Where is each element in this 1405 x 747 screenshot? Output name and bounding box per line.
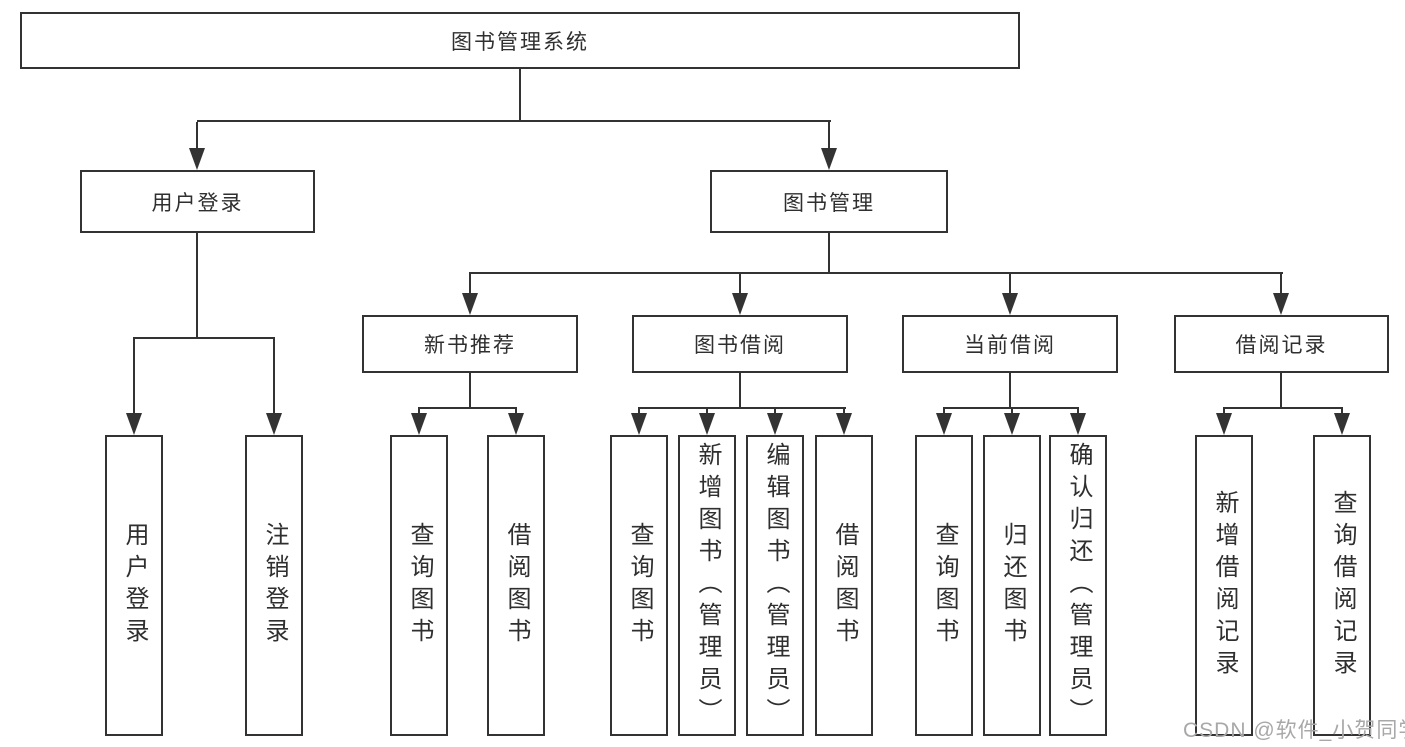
node-label: 借阅记录 bbox=[1235, 334, 1328, 357]
connector-vline bbox=[1223, 409, 1225, 415]
leaf-label: 编辑图书（管理员） bbox=[762, 441, 789, 730]
leaf-label: 新增图书（管理员） bbox=[694, 441, 721, 730]
watermark: CSDN @软件_小贺同学 bbox=[1183, 719, 1405, 742]
arrow-down-icon bbox=[266, 413, 282, 435]
connector-hline bbox=[418, 407, 517, 409]
leaf-add-books-admin: 新增图书（管理员） bbox=[678, 435, 736, 736]
arrow-down-icon bbox=[699, 413, 715, 435]
connector-hline bbox=[133, 337, 275, 339]
connector-hline bbox=[1223, 407, 1343, 409]
connector-vline bbox=[706, 409, 708, 415]
connector-vline bbox=[1009, 274, 1011, 294]
leaf-label: 新增借阅记录 bbox=[1211, 489, 1238, 682]
node-label: 当前借阅 bbox=[964, 334, 1056, 357]
leaf-label: 查询图书 bbox=[406, 521, 433, 650]
connector-vline bbox=[519, 69, 521, 120]
leaf-label: 借阅图书 bbox=[831, 521, 858, 650]
connector-vline bbox=[418, 409, 420, 415]
connector-hline bbox=[638, 407, 846, 409]
node-library-management-system: 图书管理系统 bbox=[20, 12, 1020, 69]
connector-vline bbox=[196, 122, 198, 150]
connector-vline bbox=[774, 409, 776, 415]
arrow-down-icon bbox=[821, 148, 837, 170]
arrow-down-icon bbox=[1002, 293, 1018, 315]
arrow-down-icon bbox=[411, 413, 427, 435]
node-borrowing-records: 借阅记录 bbox=[1174, 315, 1389, 373]
node-book-management: 图书管理 bbox=[710, 170, 948, 233]
connector-vline bbox=[1011, 409, 1013, 415]
connector-hline bbox=[469, 272, 1283, 274]
leaf-query-books: 查询图书 bbox=[610, 435, 668, 736]
leaf-user-login: 用户登录 bbox=[105, 435, 163, 736]
arrow-down-icon bbox=[732, 293, 748, 315]
connector-vline bbox=[469, 373, 471, 407]
connector-vline bbox=[1280, 274, 1282, 294]
connector-vline bbox=[739, 373, 741, 407]
leaf-edit-books-admin: 编辑图书（管理员） bbox=[746, 435, 804, 736]
arrow-down-icon bbox=[126, 413, 142, 435]
arrow-down-icon bbox=[189, 148, 205, 170]
connector-hline bbox=[943, 407, 1079, 409]
connector-vline bbox=[133, 339, 135, 415]
leaf-add-borrow-record: 新增借阅记录 bbox=[1195, 435, 1253, 736]
connector-vline bbox=[1009, 373, 1011, 407]
leaf-query-borrow-record: 查询借阅记录 bbox=[1313, 435, 1371, 736]
connector-vline bbox=[828, 233, 830, 272]
node-label: 图书管理 bbox=[783, 191, 875, 215]
node-new-book-recommendation: 新书推荐 bbox=[362, 315, 578, 373]
node-label: 图书管理系统 bbox=[451, 30, 589, 54]
arrow-down-icon bbox=[1216, 413, 1232, 435]
leaf-logout: 注销登录 bbox=[245, 435, 303, 736]
arrow-down-icon bbox=[631, 413, 647, 435]
leaf-label: 借阅图书 bbox=[503, 521, 530, 650]
arrow-down-icon bbox=[767, 413, 783, 435]
connector-vline bbox=[469, 274, 471, 294]
leaf-confirm-return-admin: 确认归还（管理员） bbox=[1049, 435, 1107, 736]
arrow-down-icon bbox=[1334, 413, 1350, 435]
leaf-label: 注销登录 bbox=[261, 521, 288, 650]
connector-vline bbox=[196, 233, 198, 337]
leaf-query-books: 查询图书 bbox=[915, 435, 973, 736]
arrow-down-icon bbox=[936, 413, 952, 435]
node-current-borrowing: 当前借阅 bbox=[902, 315, 1118, 373]
leaf-label: 查询借阅记录 bbox=[1329, 489, 1356, 682]
node-label: 新书推荐 bbox=[424, 334, 516, 357]
leaf-borrow-books: 借阅图书 bbox=[487, 435, 545, 736]
node-label: 用户登录 bbox=[151, 191, 244, 215]
leaf-label: 确认归还（管理员） bbox=[1065, 441, 1092, 730]
leaf-borrow-books: 借阅图书 bbox=[815, 435, 873, 736]
connector-vline bbox=[1341, 409, 1343, 415]
connector-vline bbox=[1280, 373, 1282, 407]
leaf-label: 查询图书 bbox=[931, 521, 958, 650]
arrow-down-icon bbox=[1004, 413, 1020, 435]
leaf-return-books: 归还图书 bbox=[983, 435, 1041, 736]
node-user-login: 用户登录 bbox=[80, 170, 315, 233]
leaf-query-books: 查询图书 bbox=[390, 435, 448, 736]
connector-vline bbox=[739, 274, 741, 294]
leaf-label: 查询图书 bbox=[626, 521, 653, 650]
connector-vline bbox=[828, 122, 830, 150]
leaf-label: 归还图书 bbox=[999, 521, 1026, 650]
arrow-down-icon bbox=[462, 293, 478, 315]
node-label: 图书借阅 bbox=[694, 334, 786, 357]
connector-vline bbox=[515, 409, 517, 415]
arrow-down-icon bbox=[1273, 293, 1289, 315]
node-book-borrowing: 图书借阅 bbox=[632, 315, 848, 373]
arrow-down-icon bbox=[1070, 413, 1086, 435]
arrow-down-icon bbox=[508, 413, 524, 435]
connector-vline bbox=[843, 409, 845, 415]
arrow-down-icon bbox=[836, 413, 852, 435]
connector-vline bbox=[1077, 409, 1079, 415]
connector-vline bbox=[273, 339, 275, 415]
leaf-label: 用户登录 bbox=[121, 521, 148, 650]
connector-hline bbox=[197, 120, 831, 122]
connector-vline bbox=[638, 409, 640, 415]
connector-vline bbox=[943, 409, 945, 415]
